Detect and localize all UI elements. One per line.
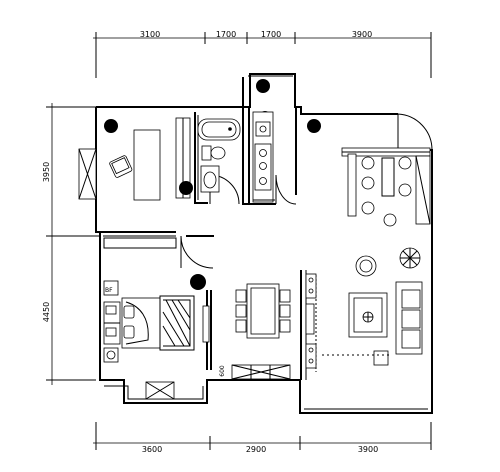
top-dimension-line: 3100 1700 1700 3900: [93, 30, 432, 78]
plant-balcony-1: [256, 79, 270, 93]
dim-left-1: 3950: [42, 162, 51, 182]
nightstand-top: [103, 280, 119, 296]
dim-bottom-3: 3900: [358, 445, 378, 454]
dining-set: [235, 283, 291, 339]
stove: [254, 143, 272, 191]
tv-wall: [305, 273, 317, 369]
study-furniture: [109, 117, 191, 201]
toilet: [201, 145, 226, 161]
tv-cabinet: [202, 305, 210, 343]
entry-door: [397, 113, 433, 151]
upper-dining-chairs: [347, 153, 412, 227]
dim-bottom-2: 2900: [246, 445, 266, 454]
double-bed: [121, 295, 195, 351]
desk: [133, 129, 161, 201]
round-table-set: [355, 247, 421, 277]
dim-top-4: 3900: [352, 30, 372, 39]
side-table: [373, 350, 389, 366]
plant-entry: [307, 119, 321, 133]
plant-bedroom: [190, 274, 206, 290]
dim-bottom-1: 3600: [142, 445, 162, 454]
armchair: [109, 155, 133, 178]
dim-top-1: 3100: [140, 30, 160, 39]
dim-top-2: 1700: [216, 30, 236, 39]
plant-study: [104, 119, 118, 133]
dim-inner-600: 600: [219, 365, 226, 377]
kitchen-fixtures: [252, 111, 275, 203]
left-dimension-line: 3950 4450: [42, 103, 100, 385]
bed-tag: BF: [105, 287, 113, 294]
dim-top-3: 1700: [261, 30, 281, 39]
bottom-dimension-line: 3600 2900 3900: [93, 422, 432, 454]
plant-study-2: [179, 181, 193, 195]
bathroom-sink: [200, 165, 220, 193]
bench: [347, 153, 357, 217]
interior-walls: [100, 77, 307, 380]
sofa-set: [315, 275, 423, 372]
dim-left-2: 4450: [42, 302, 51, 322]
entry-cabinet: [341, 147, 431, 225]
bathroom-fixtures: [197, 118, 241, 193]
windows: [78, 148, 291, 400]
master-bedroom-furniture: BF: [103, 280, 210, 363]
